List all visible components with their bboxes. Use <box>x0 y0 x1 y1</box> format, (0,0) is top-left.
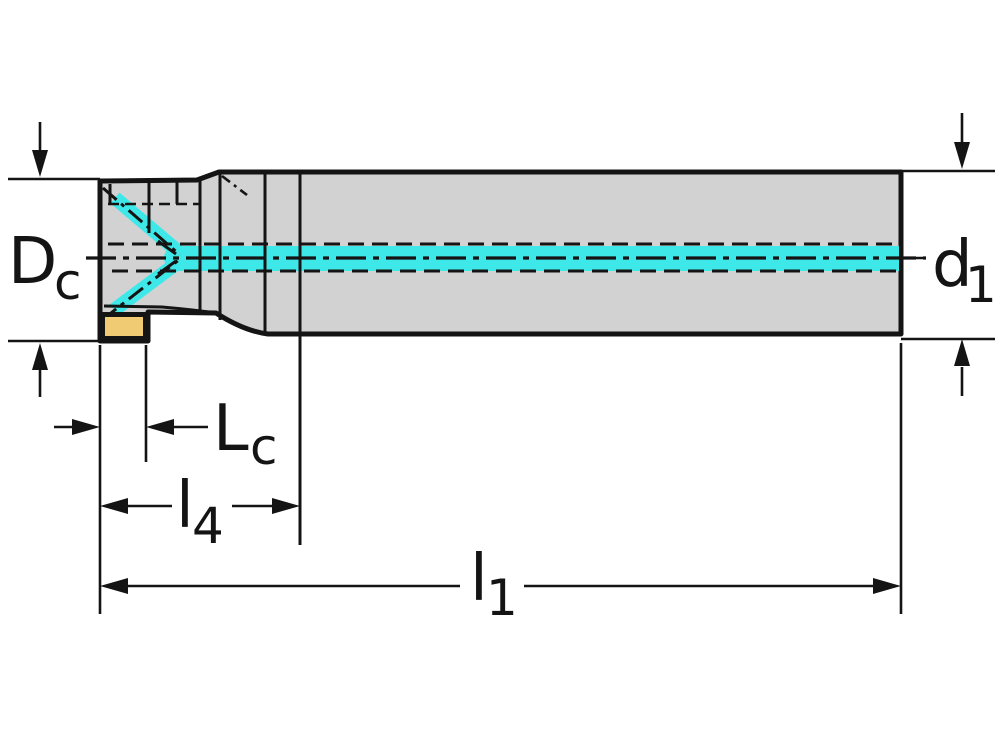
label-shank-diameter: d <box>932 228 973 302</box>
centerlines <box>86 186 926 322</box>
coolant-hidden-lines <box>108 242 899 273</box>
label-overall-length-sub: 1 <box>486 569 518 627</box>
l1-arrow-right <box>873 578 901 594</box>
label-cutting-diameter: D <box>8 225 57 299</box>
d1-arrow-up <box>954 339 970 366</box>
cutting-insert <box>100 312 148 341</box>
label-shank-diameter-sub: 1 <box>965 256 997 314</box>
dc-arrow-up <box>32 343 48 370</box>
dimension-shank-diameter: d 1 <box>932 113 997 396</box>
label-cutting-edge-length: L <box>213 392 249 466</box>
l1-arrow-left <box>100 578 128 594</box>
insert <box>100 312 148 341</box>
branch-axis-lower <box>101 257 181 322</box>
label-cutting-edge-length-sub: c <box>250 418 278 476</box>
lc-arrow-left <box>146 419 174 435</box>
dc-arrow-down <box>32 150 48 177</box>
internal-lines <box>103 172 302 545</box>
pocket-floor-line <box>103 304 217 315</box>
chamfer-axis <box>221 174 248 197</box>
dimension-cutting-edge-length: L c <box>54 392 278 476</box>
branch-axis-upper <box>102 186 181 257</box>
label-cutting-diameter-sub: c <box>54 253 82 311</box>
label-overall-length: l <box>470 542 488 616</box>
extension-lines <box>8 169 995 614</box>
label-usable-length-sub: 4 <box>192 497 224 555</box>
label-usable-length: l <box>176 469 194 543</box>
dimension-usable-length: l 4 <box>100 469 300 555</box>
dimension-cutting-diameter: D c <box>8 122 82 397</box>
lc-arrow-right <box>72 419 100 435</box>
dimension-overall-length: l 1 <box>100 542 901 627</box>
l4-arrow-left <box>100 498 128 514</box>
d1-arrow-down <box>954 142 970 169</box>
l4-arrow-right <box>272 498 300 514</box>
